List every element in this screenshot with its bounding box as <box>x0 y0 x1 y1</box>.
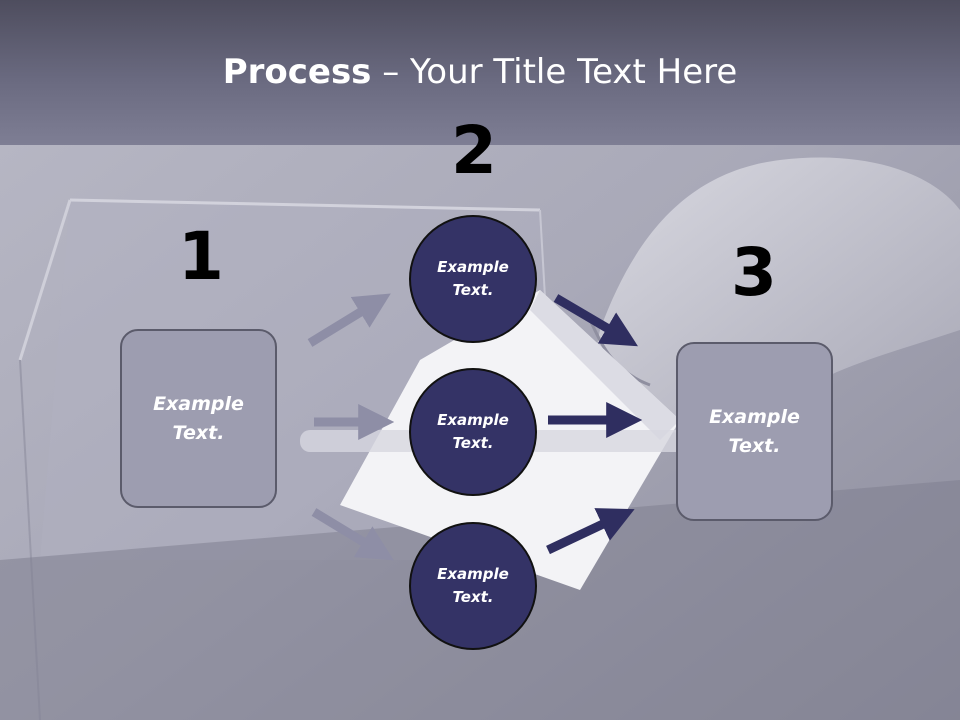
circle-middle-line1: Example <box>437 411 509 429</box>
step3-text-line2: Text. <box>728 434 781 457</box>
page-title: Process – Your Title Text Here <box>0 52 960 92</box>
step3-box: Example Text. <box>676 342 833 521</box>
title-rest: – Your Title Text Here <box>371 52 738 92</box>
circle-bottom-line2: Text. <box>452 588 494 606</box>
circle-middle-line2: Text. <box>452 434 494 452</box>
arrow-circle-top-to-box3 <box>553 294 638 347</box>
step1-text-line1: Example <box>153 392 244 415</box>
step-number-1: 1 <box>178 218 224 295</box>
circle-bottom-line1: Example <box>437 565 509 583</box>
title-band <box>0 0 960 145</box>
arrow-box1-to-circle-top <box>307 293 391 347</box>
circle-top-line1: Example <box>437 258 509 276</box>
title-bold: Process <box>222 52 372 92</box>
step-number-2: 2 <box>451 112 497 189</box>
arrow-circle-bottom-to-box3 <box>546 508 635 555</box>
circle-top-line2: Text. <box>452 281 494 299</box>
step2-circle-middle: Example Text. <box>409 368 537 496</box>
step2-circle-top: Example Text. <box>409 215 537 343</box>
step-number-3: 3 <box>731 234 777 311</box>
step3-text-line1: Example <box>709 405 800 428</box>
step1-text-line2: Text. <box>172 421 225 444</box>
step2-circle-bottom: Example Text. <box>409 522 537 650</box>
step1-box: Example Text. <box>120 329 277 508</box>
arrow-box1-to-circle-bottom <box>311 508 394 561</box>
